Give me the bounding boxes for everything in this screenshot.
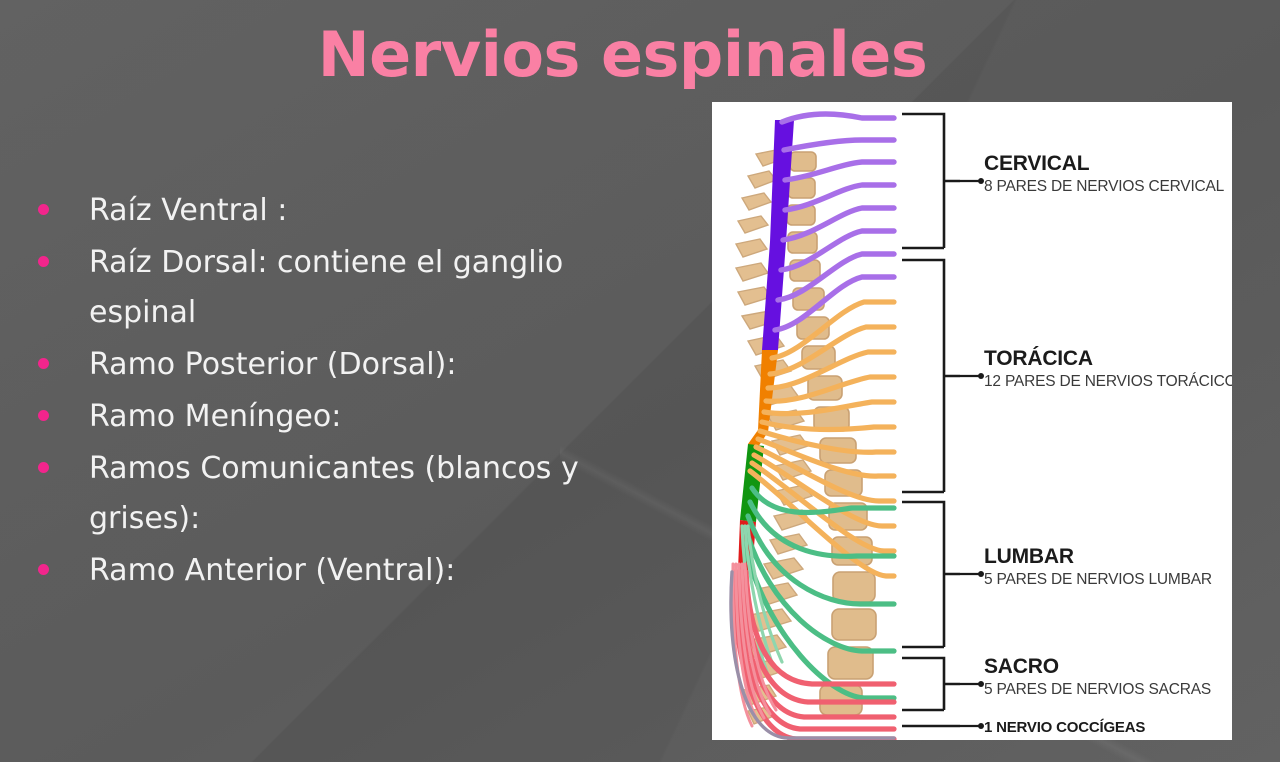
spinal-nerves-diagram: CERVICAL 8 PARES DE NERVIOS CERVICAL TOR… (712, 102, 1232, 740)
list-item: Ramos Comunicantes (blancos y grises): (30, 444, 670, 544)
label-coccigea-title: 1 NERVIO COCCÍGEAS (984, 719, 1145, 736)
bullet-marker-icon (38, 462, 49, 473)
list-item-label: Ramo Anterior (Ventral): (89, 553, 456, 588)
page-title: Nervios espinales (317, 18, 928, 91)
list-item-label: Raíz Dorsal: contiene el ganglio espinal (89, 245, 564, 330)
label-toracica-sub: 12 PARES DE NERVIOS TORÁCICO (984, 373, 1232, 390)
spinal-nerves-svg: CERVICAL 8 PARES DE NERVIOS CERVICAL TOR… (729, 111, 1232, 740)
bullet-list: Raíz Ventral : Raíz Dorsal: contiene el … (30, 186, 670, 598)
list-item: Raíz Dorsal: contiene el ganglio espinal (30, 238, 670, 338)
list-item: Raíz Ventral : (30, 186, 670, 236)
list-item-label: Ramos Comunicantes (blancos y grises): (89, 451, 579, 536)
label-cervical-sub: 8 PARES DE NERVIOS CERVICAL (984, 178, 1225, 195)
list-item: Ramo Anterior (Ventral): (30, 546, 670, 596)
leader-lines (960, 178, 984, 729)
bracket-lumbar (902, 500, 960, 649)
bullet-marker-icon (38, 410, 49, 421)
label-lumbar-title: LUMBAR (984, 545, 1074, 568)
bracket-cervical (902, 112, 960, 250)
list-item: Ramo Meníngeo: (30, 392, 670, 442)
list-item: Ramo Posterior (Dorsal): (30, 340, 670, 390)
cord-segment-lumbar (740, 444, 764, 522)
region-brackets (902, 112, 960, 728)
label-lumbar-sub: 5 PARES DE NERVIOS LUMBAR (984, 571, 1212, 588)
label-toracica-title: TORÁCICA (984, 347, 1093, 370)
bracket-thoracic (902, 258, 960, 494)
coccygeal-nerve (729, 570, 896, 740)
list-item-label: Raíz Ventral : (89, 193, 288, 228)
label-sacro-sub: 5 PARES DE NERVIOS SACRAS (984, 681, 1211, 698)
list-item-label: Ramo Meníngeo: (89, 399, 342, 434)
cervical-nerves (772, 111, 897, 333)
region-labels: CERVICAL 8 PARES DE NERVIOS CERVICAL TOR… (984, 152, 1232, 736)
label-sacro-title: SACRO (984, 655, 1059, 678)
bracket-sacral (902, 656, 960, 712)
bullet-marker-icon (38, 256, 49, 267)
bullet-marker-icon (38, 358, 49, 369)
label-cervical-title: CERVICAL (984, 152, 1090, 175)
bullet-marker-icon (38, 564, 49, 575)
list-item-label: Ramo Posterior (Dorsal): (89, 347, 457, 382)
bullet-marker-icon (38, 204, 49, 215)
thoracic-nerves (747, 299, 897, 579)
